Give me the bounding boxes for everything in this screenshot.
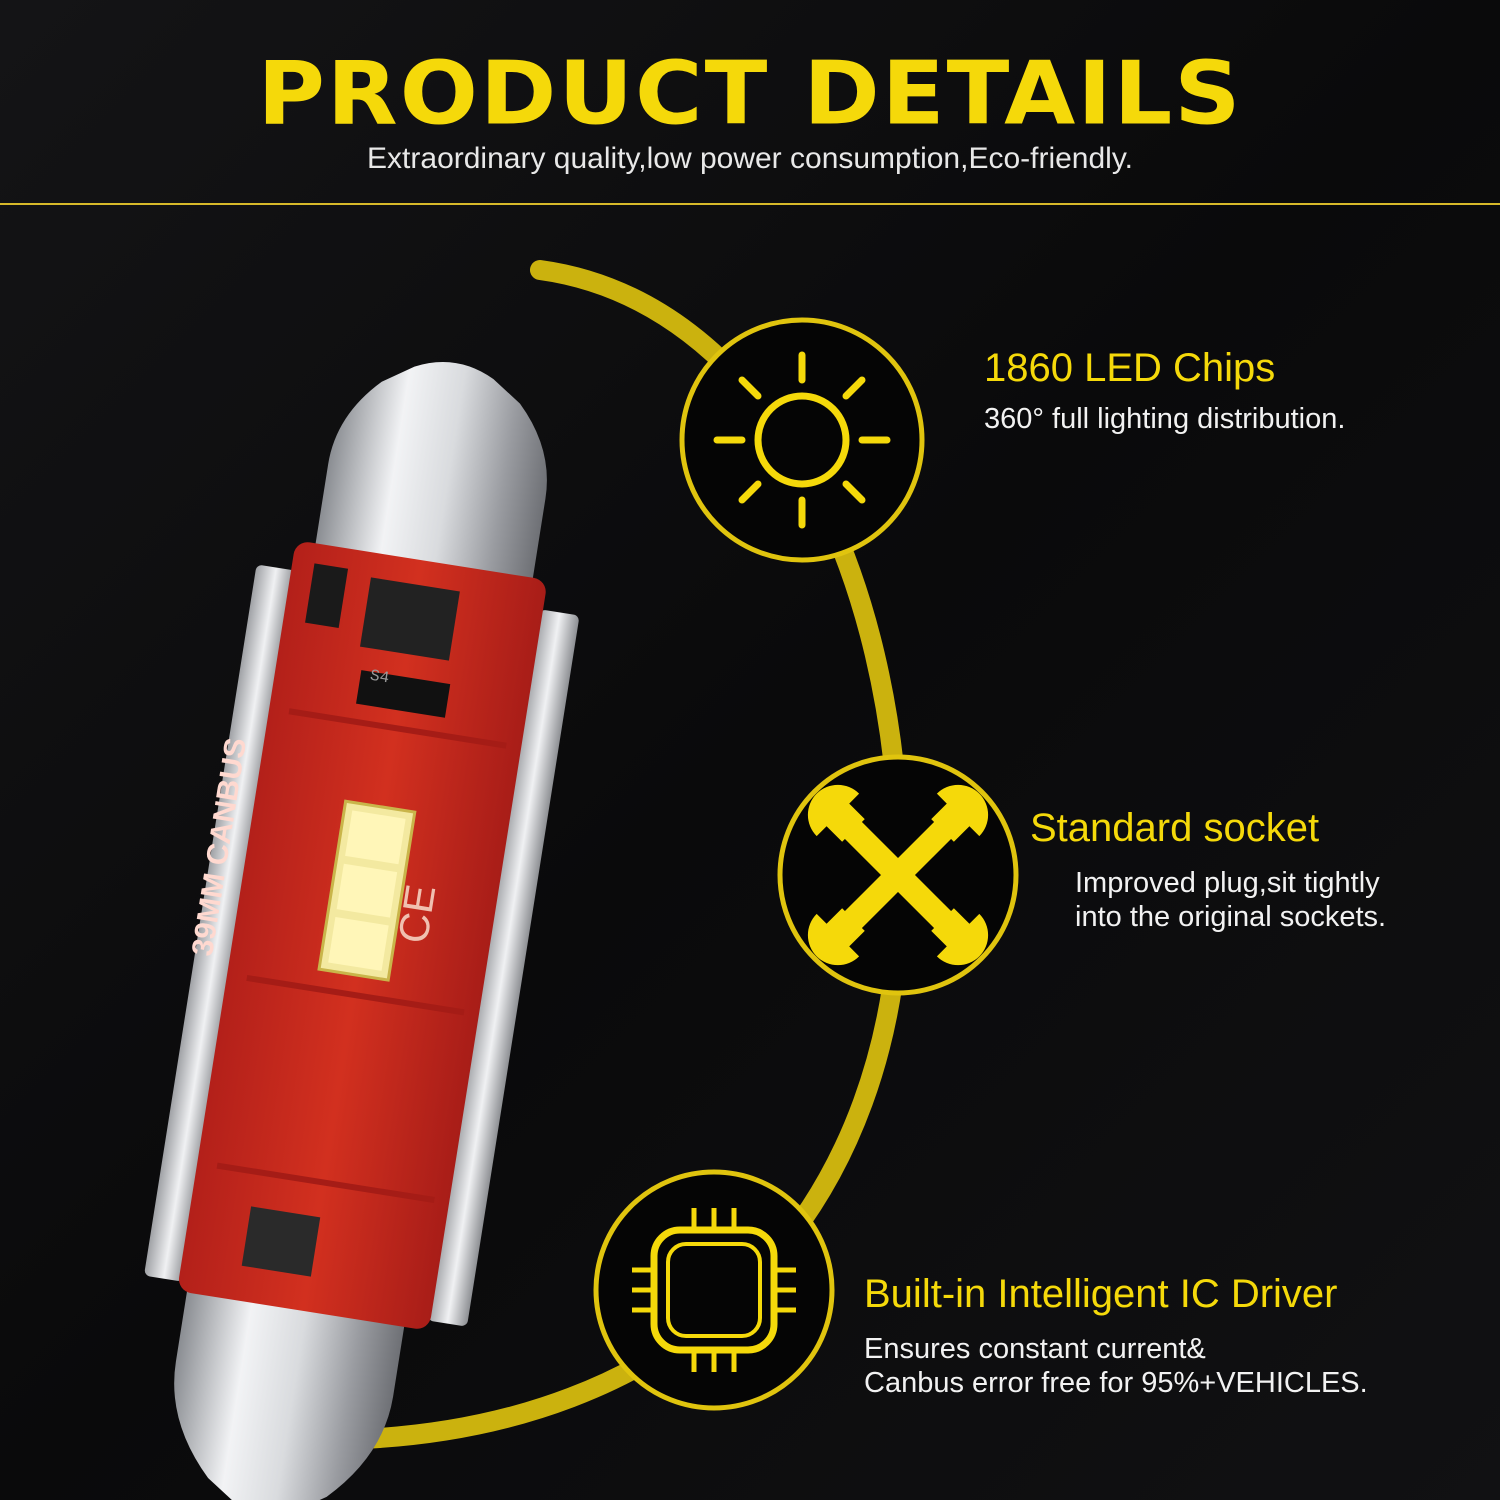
feature-desc-line: Improved plug,sit tightly [1075,867,1380,899]
bulb-illustration [144,362,579,1500]
page-subtitle: Extraordinary quality,low power consumpt… [367,142,1133,175]
feature-desc-line: into the original sockets. [1075,901,1387,933]
wrench-icon-circle [777,754,1019,996]
page-title: PRODUCT DETAILS [257,42,1243,145]
feature-desc-line: 360° full lighting distribution. [984,403,1346,435]
feature-title-ic-driver: Built-in Intelligent IC Driver [864,1272,1338,1316]
component-marking: S4 [368,666,391,688]
feature-desc-ic-driver: Ensures constant current& Canbus error f… [864,1332,1368,1400]
feature-title-led-chips: 1860 LED Chips [984,346,1276,390]
feature-desc-line: Ensures constant current& [864,1333,1206,1365]
feature-title-socket: Standard socket [1030,806,1320,850]
feature-desc-led-chips: 360° full lighting distribution. [984,402,1345,436]
header-divider [0,203,1500,205]
sun-icon-circle [679,317,925,563]
chip-icon-circle [593,1169,835,1411]
ce-mark: CE [388,881,445,947]
feature-desc-line: Canbus error free for 95%+VEHICLES. [864,1367,1368,1399]
feature-desc-socket: Improved plug,sit tightly into the origi… [1075,866,1386,934]
